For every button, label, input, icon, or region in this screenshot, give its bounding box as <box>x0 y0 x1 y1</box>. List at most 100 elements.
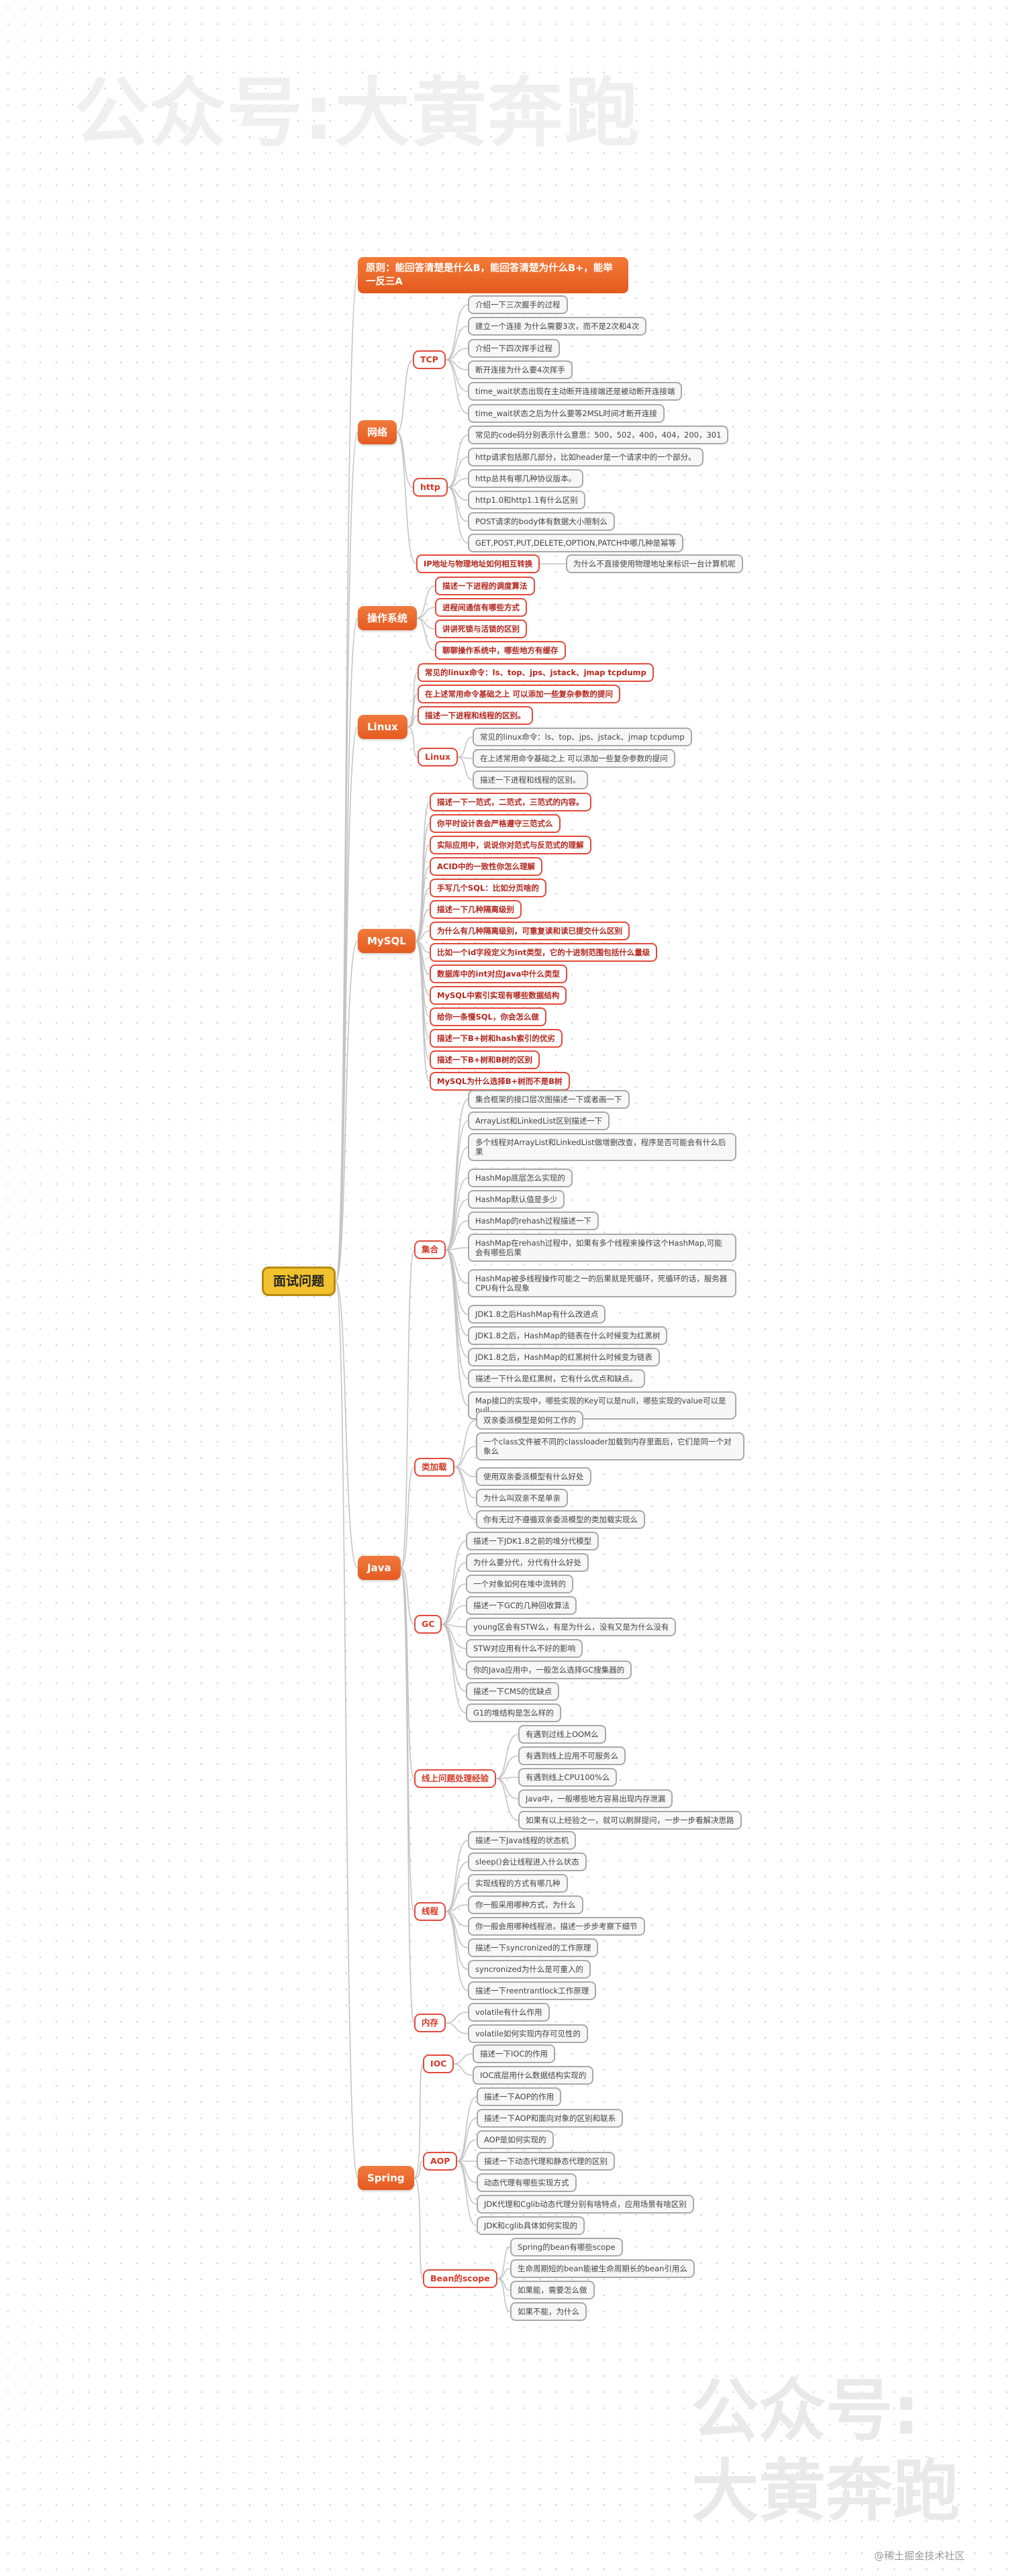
aop-item[interactable]: AOP是如何实现的 <box>477 2130 554 2149</box>
collections-item[interactable]: 集合框架的接口层次图描述一下或者画一下 <box>468 1090 630 1109</box>
gc-item[interactable]: 描述一下CMS的优缺点 <box>466 1682 560 1701</box>
classloader-item[interactable]: 为什么叫双亲不是单亲 <box>476 1489 568 1507</box>
gc-item[interactable]: 描述一下JDK1.8之前的堆分代模型 <box>466 1532 599 1550</box>
aop-item[interactable]: 描述一下AOP的作用 <box>477 2087 562 2106</box>
branch-mysql[interactable]: MySQL <box>358 929 416 953</box>
collections-item[interactable]: HashMap的rehash过程描述一下 <box>468 1211 599 1230</box>
mysql-item[interactable]: 为什么有几种隔离级别，可重复读和读已提交什么区别 <box>430 922 630 940</box>
mysql-item[interactable]: 描述一下几种隔离级别 <box>430 900 522 919</box>
mysql-item[interactable]: 实际应用中，说说你对范式与反范式的理解 <box>430 836 591 854</box>
online-item[interactable]: 有遇到过线上OOM么 <box>518 1725 606 1744</box>
http-item[interactable]: http请求包括那几部分，比如header是一个请求中的一个部分。 <box>468 448 704 466</box>
sub-http[interactable]: http <box>413 478 448 497</box>
collections-item[interactable]: JDK1.8之后，HashMap的红黑树什么时候变为链表 <box>468 1348 660 1367</box>
tcp-item[interactable]: time_wait状态之后为什么要等2MSL时间才断开连接 <box>468 404 665 423</box>
principle-node[interactable]: 原则：能回答清楚是什么B，能回答清楚为什么B+，能举一反三A <box>358 257 628 293</box>
tcp-item[interactable]: 介绍一下四次挥手过程 <box>468 339 560 358</box>
mysql-item[interactable]: MySQL中索引实现有哪些数据结构 <box>430 986 567 1005</box>
gc-item[interactable]: G1的堆结构是怎么样的 <box>466 1703 561 1722</box>
ioc-item[interactable]: IOC底层用什么数据结构实现的 <box>473 2066 594 2085</box>
sub-online[interactable]: 线上问题处理经验 <box>414 1769 497 1788</box>
http-item[interactable]: http总共有哪几种协议版本。 <box>468 469 584 488</box>
thread-item[interactable]: 你一般会用哪种线程池，描述一步步考察下细节 <box>468 1917 645 1936</box>
online-item[interactable]: 有遇到线上CPU100%么 <box>518 1768 618 1787</box>
aop-item[interactable]: JDK和cglib具体如何实现的 <box>477 2216 585 2235</box>
branch-network[interactable]: 网络 <box>358 420 397 444</box>
sub-linux[interactable]: Linux <box>418 748 458 766</box>
os-item[interactable]: 聊聊操作系统中，哪些地方有缓存 <box>435 641 566 660</box>
online-item[interactable]: 有遇到线上应用不可服务么 <box>518 1746 626 1765</box>
mysql-item[interactable]: 数据库中的int对应Java中什么类型 <box>430 964 567 983</box>
sub-classloader[interactable]: 类加载 <box>414 1458 454 1477</box>
sub-gc[interactable]: GC <box>414 1615 442 1634</box>
collections-item[interactable]: JDK1.8之后HashMap有什么改进点 <box>468 1305 606 1324</box>
aop-item[interactable]: 描述一下动态代理和静态代理的区别 <box>477 2152 615 2171</box>
collections-item[interactable]: JDK1.8之后，HashMap的链表在什么时候变为红黑树 <box>468 1326 668 1345</box>
sub-ioc[interactable]: IOC <box>423 2054 454 2073</box>
os-item[interactable]: 进程间通信有哪些方式 <box>435 598 527 617</box>
aop-item[interactable]: 描述一下AOP和面向对象的区别和联系 <box>477 2109 624 2128</box>
sub-thread[interactable]: 线程 <box>414 1902 446 1921</box>
bean-item[interactable]: 生命周期短的bean能被生命周期长的bean引用么 <box>510 2259 695 2278</box>
branch-java[interactable]: Java <box>358 1556 401 1580</box>
tcp-item[interactable]: time_wait状态出现在主动断开连接端还是被动断开连接端 <box>468 382 683 401</box>
mysql-item[interactable]: 比如一个id字段定义为int类型，它的十进制范围包括什么量级 <box>430 943 658 962</box>
tcp-item[interactable]: 介绍一下三次握手的过程 <box>468 295 568 314</box>
gc-item[interactable]: 为什么要分代，分代有什么好处 <box>466 1553 589 1572</box>
classloader-item[interactable]: 一个class文件被不同的classloader加载到内存里面后，它们是同一个对… <box>476 1432 744 1460</box>
mysql-item[interactable]: 描述一下一范式，二范式，三范式的内容。 <box>430 793 591 811</box>
http-item[interactable]: POST请求的body体有数据大小限制么 <box>468 512 615 531</box>
linux-item[interactable]: 描述一下进程和线程的区别。 <box>418 706 533 725</box>
mysql-item[interactable]: MySQL为什么选择B+树而不是B树 <box>430 1072 570 1091</box>
linux-sub-item[interactable]: 在上述常用命令基础之上 可以添加一些复杂参数的提问 <box>473 749 675 768</box>
collections-item[interactable]: ArrayList和LinkedList区别描述一下 <box>468 1111 610 1130</box>
classloader-item[interactable]: 双亲委派模型是如何工作的 <box>476 1411 583 1430</box>
mysql-item[interactable]: 描述一下B+树和hash索引的优劣 <box>430 1029 563 1048</box>
memory-item[interactable]: volatile有什么作用 <box>468 2003 550 2022</box>
ipmac-note[interactable]: 为什么不直接使用物理地址来标识一台计算机呢 <box>566 554 743 573</box>
http-item[interactable]: 常见的code码分别表示什么意思：500，502，400，404，200，301 <box>468 426 729 444</box>
gc-item[interactable]: STW对应用有什么不好的影响 <box>466 1639 583 1658</box>
mysql-item[interactable]: ACID中的一致性你怎么理解 <box>430 857 543 876</box>
thread-item[interactable]: sleep()会让线程进入什么状态 <box>468 1852 587 1871</box>
bean-item[interactable]: Spring的bean有哪些scope <box>510 2238 623 2257</box>
thread-item[interactable]: 你一般采用哪种方式，为什么 <box>468 1895 583 1914</box>
branch-linux[interactable]: Linux <box>358 715 407 739</box>
collections-item[interactable]: 多个线程对ArrayList和LinkedList做增删改查，程序是否可能会有什… <box>468 1133 736 1161</box>
branch-os[interactable]: 操作系统 <box>358 606 418 630</box>
mysql-item[interactable]: 描述一下B+树和B树的区别 <box>430 1050 540 1069</box>
collections-item[interactable]: HashMap默认值是多少 <box>468 1190 565 1209</box>
linux-item[interactable]: 常见的linux命令：ls、top、jps、jstack、jmap tcpdum… <box>418 663 654 682</box>
gc-item[interactable]: 你的Java应用中，一般怎么选择GC搜集器的 <box>466 1661 632 1679</box>
thread-item[interactable]: 描述一下reentrantlock工作原理 <box>468 1981 597 2000</box>
linux-item[interactable]: 在上述常用命令基础之上 可以添加一些复杂参数的提问 <box>418 685 621 703</box>
sub-aop[interactable]: AOP <box>423 2152 458 2171</box>
gc-item[interactable]: 一个对象如何在堆中流转的 <box>466 1575 573 1593</box>
http-item[interactable]: GET,POST,PUT,DELETE,OPTION,PATCH中哪几种是幂等 <box>468 534 684 552</box>
thread-item[interactable]: 描述一下syncronized的工作原理 <box>468 1938 599 1957</box>
os-item[interactable]: 讲讲死锁与活锁的区别 <box>435 620 527 638</box>
branch-spring[interactable]: Spring <box>358 2166 414 2190</box>
os-item[interactable]: 描述一下进程的调度算法 <box>435 577 535 595</box>
mysql-item[interactable]: 给你一条慢SQL，你会怎么做 <box>430 1007 546 1026</box>
http-item[interactable]: http1.0和http1.1有什么区别 <box>468 491 585 509</box>
sub-tcp[interactable]: TCP <box>413 350 446 369</box>
thread-item[interactable]: syncronized为什么是可重入的 <box>468 1960 591 1979</box>
bean-item[interactable]: 如果能，需要怎么做 <box>510 2281 595 2299</box>
thread-item[interactable]: 实现线程的方式有哪几种 <box>468 1874 568 1893</box>
collections-item[interactable]: HashMap在rehash过程中，如果有多个线程来操作这个HashMap,可能… <box>468 1234 736 1262</box>
mysql-item[interactable]: 你平时设计表会严格遵守三范式么 <box>430 814 561 833</box>
linux-sub-item[interactable]: 常见的linux命令：ls、top、jps、jstack、jmap tcpdum… <box>473 728 692 746</box>
online-item[interactable]: Java中，一般哪些地方容易出现内存泄漏 <box>518 1789 673 1808</box>
collections-item[interactable]: HashMap底层怎么实现的 <box>468 1169 573 1187</box>
sub-memory[interactable]: 内存 <box>414 2014 446 2032</box>
memory-item[interactable]: volatile如何实现内存可见性的 <box>468 2024 589 2043</box>
linux-sub-item[interactable]: 描述一下进程和线程的区别。 <box>473 771 588 789</box>
classloader-item[interactable]: 使用双亲委派模型有什么好处 <box>476 1467 591 1486</box>
ipmac-node[interactable]: IP地址与物理地址如何相互转换 <box>416 554 540 573</box>
ioc-item[interactable]: 描述一下IOC的作用 <box>473 2044 555 2063</box>
classloader-item[interactable]: 你有无过不遵循双亲委派模型的类加载实现么 <box>476 1510 645 1529</box>
online-item[interactable]: 如果有以上经验之一，就可以刷屏提问，一步一步看解决思路 <box>518 1811 742 1830</box>
aop-item[interactable]: JDK代理和Cglib动态代理分别有啥特点，应用场景有啥区别 <box>477 2195 694 2214</box>
thread-item[interactable]: 描述一下Java线程的状态机 <box>468 1831 577 1850</box>
